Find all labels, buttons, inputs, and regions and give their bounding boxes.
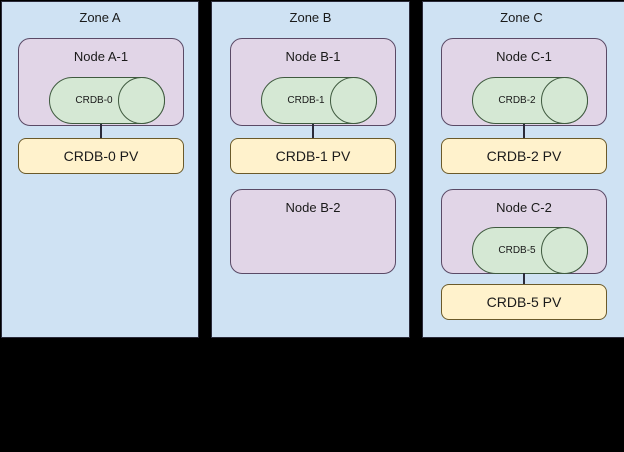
connector-node-c-2-to-crdb-5-pv	[523, 273, 525, 285]
node-b-2[interactable]: Node B-2	[230, 189, 396, 274]
zone-b[interactable]: Zone B Node B-1 CRDB-1 CRDB-1 PV Node B-…	[211, 1, 410, 338]
database-cylinder-crdb-0[interactable]: CRDB-0	[49, 77, 165, 124]
zone-a-title: Zone A	[79, 10, 121, 25]
connector-node-c-1-to-crdb-2-pv	[523, 124, 525, 140]
database-cylinder-crdb-1[interactable]: CRDB-1	[261, 77, 377, 124]
pv-crdb-2[interactable]: CRDB-2 PV	[441, 138, 607, 174]
node-b-2-title: Node B-2	[285, 200, 341, 215]
node-c-2-title: Node C-2	[496, 200, 552, 215]
zone-a[interactable]: Zone A Node A-1 CRDB-0 CRDB-0 PV	[1, 1, 199, 338]
database-cylinder-crdb-2[interactable]: CRDB-2	[472, 77, 588, 124]
zone-c[interactable]: Zone C Node C-1 CRDB-2 CRDB-2 PV Node C-…	[422, 1, 624, 338]
node-c-2[interactable]: Node C-2 CRDB-5	[441, 189, 607, 274]
node-c-1-title: Node C-1	[496, 49, 552, 64]
node-a-1[interactable]: Node A-1 CRDB-0	[18, 38, 184, 126]
connector-node-b-1-to-crdb-1-pv	[312, 124, 314, 140]
node-c-1[interactable]: Node C-1 CRDB-2	[441, 38, 607, 126]
pv-crdb-5[interactable]: CRDB-5 PV	[441, 284, 607, 320]
node-a-1-title: Node A-1	[73, 49, 129, 64]
zone-b-title: Zone B	[289, 10, 332, 25]
zone-c-title: Zone C	[500, 10, 543, 25]
node-b-1[interactable]: Node B-1 CRDB-1	[230, 38, 396, 126]
connector-node-a-1-to-crdb-0-pv	[100, 124, 102, 140]
pv-crdb-1[interactable]: CRDB-1 PV	[230, 138, 396, 174]
pv-crdb-0[interactable]: CRDB-0 PV	[18, 138, 184, 174]
node-b-1-title: Node B-1	[285, 49, 341, 64]
database-cylinder-crdb-5[interactable]: CRDB-5	[472, 227, 588, 274]
